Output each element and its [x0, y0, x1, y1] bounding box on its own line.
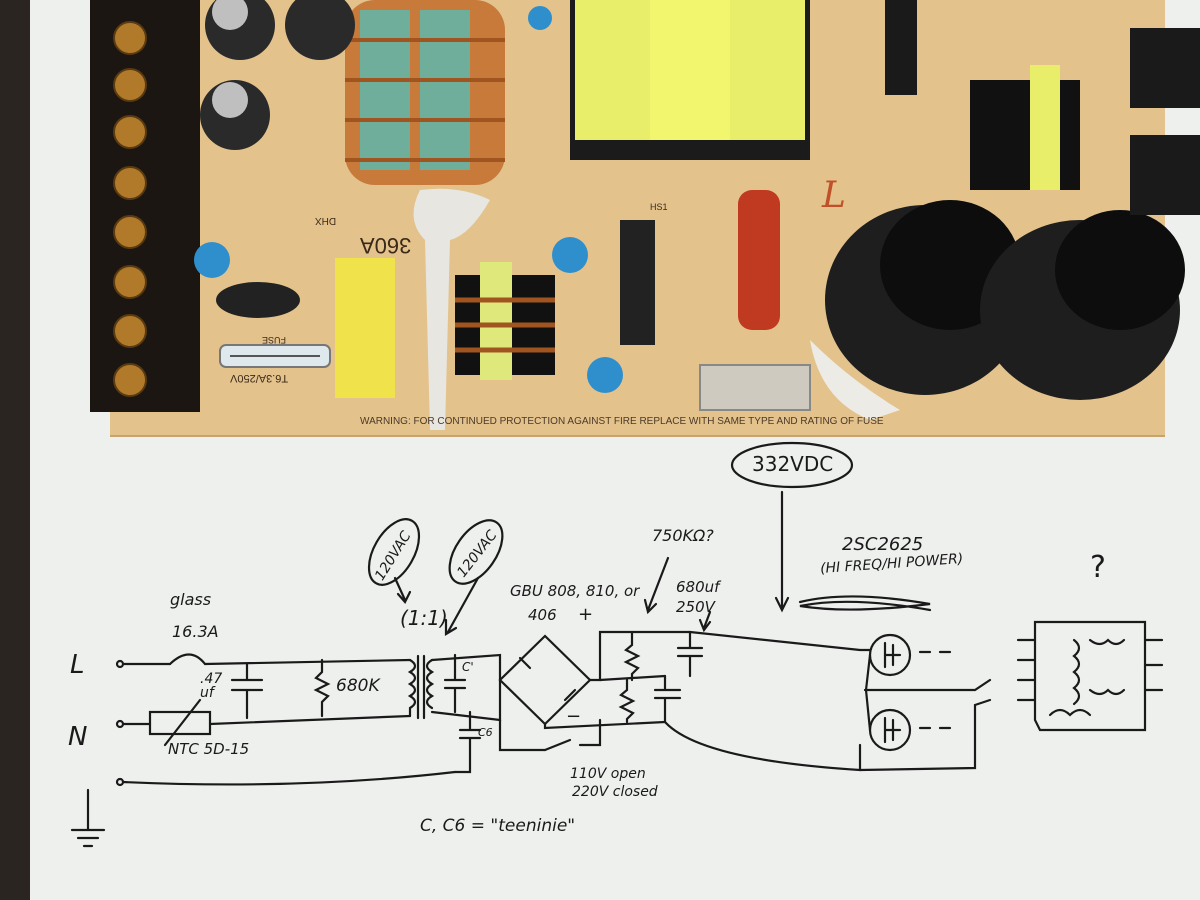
board-model: 360A [360, 233, 412, 258]
resistor-value: 680K [336, 676, 380, 696]
switch-note-open: 110V open [570, 766, 646, 782]
bleeder-resistor-value: 750KΩ? [652, 526, 714, 545]
x-capacitor [335, 258, 395, 398]
x-cap-value: .47 uf [200, 671, 223, 701]
ic-chip [885, 0, 917, 95]
label-line-l: L [70, 650, 85, 680]
fuse-label: FUSE [262, 335, 287, 345]
bulk-cap-value: 680uf [676, 578, 720, 596]
main-transformer [570, 0, 810, 160]
board-hs1: HS1 [650, 202, 668, 212]
dc-bus-voltage: 332VDC [752, 452, 834, 476]
terminal-screws [113, 21, 147, 397]
board-marker-l: L [822, 175, 846, 216]
small-transformer [455, 262, 555, 380]
cap-c6-label: C6 [478, 726, 493, 739]
bridge-plus: + [578, 604, 594, 625]
fuse-glass [219, 344, 331, 368]
bridge-part: GBU 808, 810, or [510, 582, 640, 600]
board-warning: WARNING: FOR CONTINUED PROTECTION AGAINS… [360, 416, 884, 427]
fuse-type: glass [170, 590, 212, 609]
board-dhx: DHX [315, 215, 337, 226]
transformer-ratio: (1:1) [400, 606, 448, 630]
terminal-block [90, 0, 200, 412]
bulk-cap-voltage: 250V [676, 598, 715, 616]
power-transistors [1130, 28, 1200, 215]
transistor-part: 2SC2625 [842, 534, 924, 555]
unknown-transformer-question: ? [1090, 550, 1106, 585]
teenie-note: C, C6 = "teeninie" [420, 816, 576, 836]
aux-transformer [970, 65, 1080, 190]
bridge-part-alt: 406 [528, 606, 557, 624]
voltage-switch [699, 364, 811, 411]
label-neutral-n: N [68, 722, 88, 752]
blue-ceramic-caps [194, 6, 623, 393]
toroid-inductor [345, 0, 505, 185]
bridge-minus: − [566, 706, 582, 727]
film-capacitor [738, 190, 780, 330]
electrolytic-caps-top [200, 0, 355, 150]
glue-blob [413, 188, 490, 430]
schematic-wires [70, 441, 1164, 848]
switch-note-closed: 220V closed [572, 784, 658, 800]
fuse-rating: T6.3A/250V [230, 372, 289, 384]
fuse-value: 16.3A [172, 622, 219, 641]
bridge-rectifier [620, 220, 655, 345]
ntc-thermistor [216, 282, 300, 318]
cap-c1-label: C' [462, 660, 474, 674]
bulk-capacitors [810, 200, 1185, 420]
ntc-label: NTC 5D-15 [168, 740, 250, 758]
